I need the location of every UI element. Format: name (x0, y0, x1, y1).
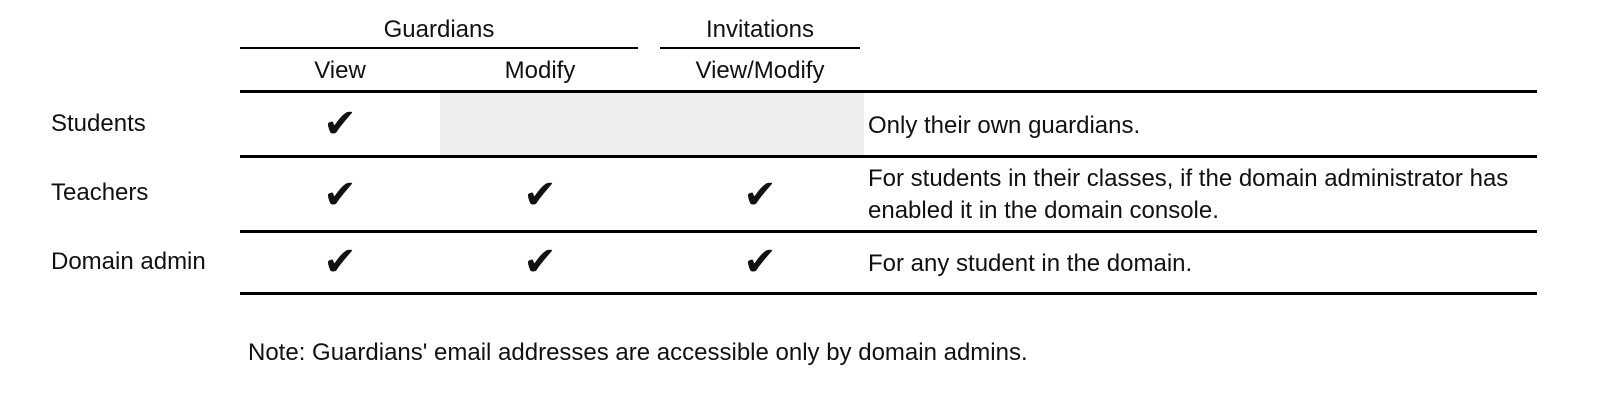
row-label-students: Students (51, 110, 146, 137)
row-description-students: Only their own guardians. (868, 112, 1141, 139)
row-label-teachers: Teachers (51, 179, 149, 206)
group-header-invitations: Invitations (705, 16, 815, 43)
rule-below-teachers (240, 230, 1537, 233)
column-header-guardians-modify: Modify (504, 57, 576, 84)
check-icon-teachers-invitations: ✔ (743, 172, 777, 218)
row-label-domain-admin: Domain admin (51, 248, 206, 275)
footnote-text: Note: Guardians' email addresses are acc… (248, 339, 1028, 366)
column-header-guardians-view: View (314, 57, 366, 84)
rule-below-students (240, 155, 1537, 158)
check-icon-domain-admin-guardians-view: ✔ (323, 239, 357, 285)
column-header-invitations-view-modify: View/Modify (695, 57, 825, 84)
check-icon-teachers-guardians-view: ✔ (323, 172, 357, 218)
rule-under-guardians-group (240, 47, 638, 49)
check-icon-students-guardians-view: ✔ (323, 101, 357, 147)
rule-table-top (240, 90, 1537, 93)
check-icon-domain-admin-guardians-modify: ✔ (523, 239, 557, 285)
rule-table-bottom (240, 292, 1537, 295)
check-icon-domain-admin-invitations: ✔ (743, 239, 777, 285)
rule-under-invitations-group (660, 47, 860, 49)
cell-disabled-students-modify-invitations (440, 93, 864, 155)
group-header-guardians: Guardians (383, 16, 495, 43)
row-description-teachers: For students in their classes, if the do… (868, 165, 1509, 224)
check-icon-teachers-guardians-modify: ✔ (523, 172, 557, 218)
row-description-domain-admin: For any student in the domain. (868, 250, 1193, 277)
